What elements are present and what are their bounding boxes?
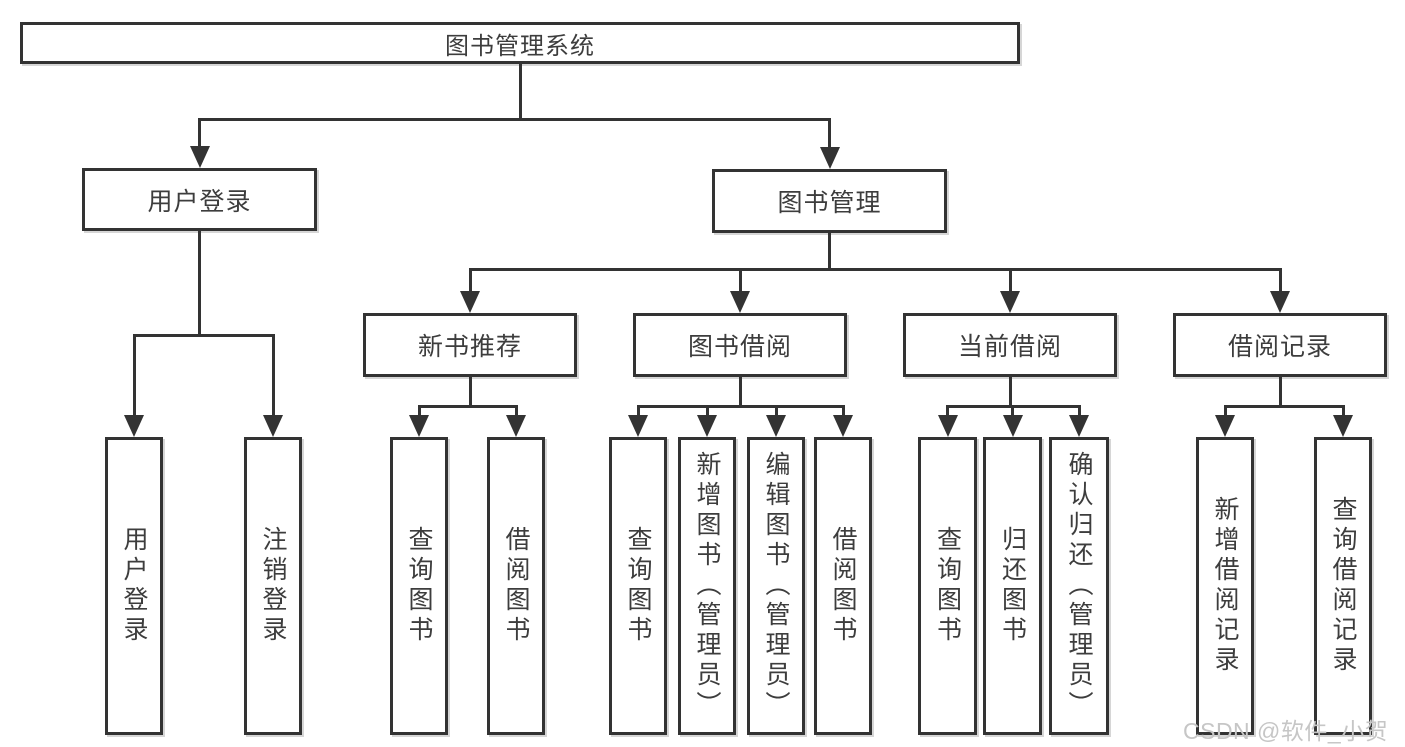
arrowhead-down-icon	[1215, 415, 1235, 437]
connector-line	[198, 117, 831, 121]
node-rec-query: 查询图书	[390, 437, 448, 735]
arrowhead-down-icon	[409, 415, 429, 437]
arrowhead-down-icon	[1069, 415, 1089, 437]
arrowhead-down-icon	[1270, 291, 1290, 313]
arrowhead-down-icon	[506, 415, 526, 437]
arrowhead-down-icon	[833, 415, 853, 437]
node-recd-query: 查询借阅记录	[1314, 437, 1372, 735]
arrowhead-down-icon	[460, 291, 480, 313]
node-l-login: 用户登录	[105, 437, 163, 735]
connector-line	[1278, 375, 1282, 408]
node-l-logout: 注销登录	[244, 437, 302, 735]
arrowhead-down-icon	[1333, 415, 1353, 437]
arrowhead-down-icon	[730, 291, 750, 313]
connector-line	[774, 406, 778, 418]
connector-line	[1223, 406, 1227, 418]
connector-line	[271, 335, 275, 418]
connector-line	[1011, 406, 1014, 418]
connector-line	[518, 62, 522, 121]
connector-line	[1341, 406, 1345, 418]
node-rec: 新书推荐	[363, 313, 577, 377]
connector-line	[1008, 375, 1012, 408]
arrowhead-down-icon	[766, 415, 786, 437]
connector-line	[132, 335, 136, 418]
node-cur-return: 归还图书	[983, 437, 1042, 735]
connector-line	[514, 406, 518, 418]
connector-line	[636, 406, 640, 418]
arrowhead-down-icon	[189, 146, 210, 168]
node-rec-borrow: 借阅图书	[487, 437, 545, 735]
connector-line	[132, 333, 275, 337]
node-current: 当前借阅	[903, 313, 1117, 377]
connector-line	[468, 375, 472, 408]
connector-line	[1077, 406, 1081, 418]
connector-line	[417, 406, 421, 418]
connector-line	[946, 406, 949, 418]
node-login: 用户登录	[82, 168, 317, 231]
node-bor-query: 查询图书	[609, 437, 667, 735]
node-borrow: 图书借阅	[633, 313, 847, 377]
connector-line	[198, 119, 201, 149]
node-root: 图书管理系统	[20, 22, 1020, 64]
connector-line	[636, 404, 845, 408]
connector-line	[1223, 404, 1345, 408]
connector-line	[468, 267, 1282, 271]
connector-line	[705, 406, 709, 418]
connector-line	[198, 229, 201, 337]
node-bor-edit: 编辑图书（管理员）	[747, 437, 805, 735]
node-cur-confirm: 确认归还（管理员）	[1049, 437, 1109, 735]
arrowhead-down-icon	[263, 415, 283, 437]
arrowhead-down-icon	[697, 415, 717, 437]
arrowhead-down-icon	[1002, 415, 1023, 437]
connector-line	[828, 119, 831, 150]
node-mgmt: 图书管理	[712, 169, 947, 233]
connector-line	[1008, 269, 1012, 294]
node-recd-add: 新增借阅记录	[1196, 437, 1254, 735]
connector-line	[468, 269, 472, 294]
connector-line	[738, 375, 742, 408]
connector-line	[1278, 269, 1282, 294]
arrowhead-down-icon	[937, 415, 958, 437]
node-cur-query: 查询图书	[918, 437, 977, 735]
node-bor-add: 新增图书（管理员）	[678, 437, 736, 735]
node-records: 借阅记录	[1173, 313, 1387, 377]
watermark: CSDN @软件_小贺同学	[1183, 718, 1389, 744]
arrowhead-down-icon	[628, 415, 648, 437]
arrowhead-down-icon	[1000, 291, 1020, 313]
connector-line	[417, 404, 518, 408]
arrowhead-down-icon	[819, 147, 840, 169]
connector-line	[738, 269, 742, 294]
node-bor-borrow: 借阅图书	[814, 437, 872, 735]
connector-line	[841, 406, 845, 418]
arrowhead-down-icon	[124, 415, 144, 437]
connector-line	[828, 231, 831, 271]
